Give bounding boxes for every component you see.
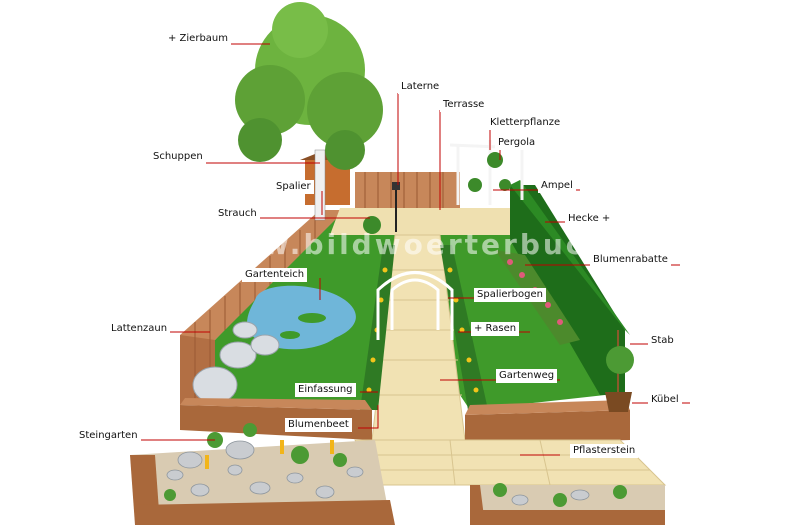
label-stab: Stab — [648, 334, 677, 348]
label-blumenrabatte: Blumenrabatte — [590, 253, 671, 267]
label-gartenweg: Gartenweg — [496, 369, 557, 383]
label-rasen: + Rasen — [471, 322, 519, 336]
label-einfassung: Einfassung — [295, 383, 356, 397]
label-kuebel: Kübel — [648, 393, 682, 407]
label-zierbaum: + Zierbaum — [165, 32, 231, 46]
label-hecke: Hecke + — [565, 212, 613, 226]
label-pflasterstein: Pflasterstein — [570, 444, 638, 458]
label-kletterpflanze: Kletterpflanze — [487, 116, 563, 130]
label-gartenteich: Gartenteich — [242, 268, 307, 282]
label-steingarten: Steingarten — [76, 429, 141, 443]
label-terrasse: Terrasse — [440, 98, 487, 112]
label-schuppen: Schuppen — [150, 150, 206, 164]
label-laterne: Laterne — [398, 80, 442, 94]
label-lattenzaun: Lattenzaun — [108, 322, 170, 336]
label-pergola: Pergola — [495, 136, 538, 150]
label-blumenbeet: Blumenbeet — [285, 418, 352, 432]
label-ampel: Ampel — [538, 179, 576, 193]
label-strauch: Strauch — [215, 207, 260, 221]
label-spalierbogen: Spalierbogen — [474, 288, 546, 302]
label-spalier: Spalier — [273, 180, 314, 194]
